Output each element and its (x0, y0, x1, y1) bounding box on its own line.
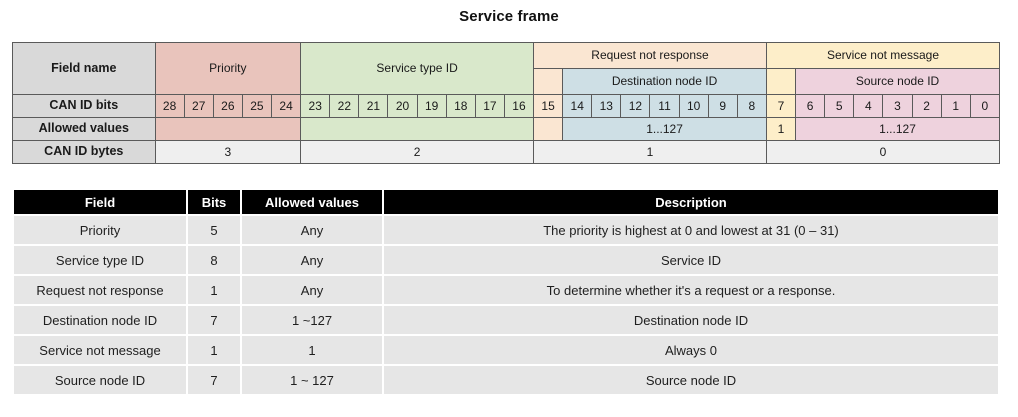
bit-cell: 1 (940, 94, 971, 118)
column-header-field: Field (14, 190, 186, 214)
bit-cell: 24 (270, 94, 302, 118)
byte-index-2: 2 (300, 140, 535, 164)
cell-field: Source node ID (14, 366, 186, 394)
group-priority: Priority (154, 42, 302, 95)
bit-cell: 8 (736, 94, 767, 118)
allowed-value-destination-node-id: 1...127 (562, 117, 767, 141)
field-table-header-row: Field Bits Allowed values Description (14, 190, 998, 214)
cell-bits: 8 (188, 246, 240, 274)
cell-description: Always 0 (384, 336, 998, 364)
cell-description: Destination node ID (384, 306, 998, 334)
table-row: Request not response 1 Any To determine … (14, 276, 998, 304)
bit-cell: 11 (649, 94, 680, 118)
bit-cell: 19 (416, 94, 447, 118)
row-header-can-id-bytes: CAN ID bytes (12, 140, 156, 164)
allowed-value-priority (154, 117, 302, 141)
group-request-not-response: Request not response (533, 42, 767, 69)
cell-bits: 5 (188, 216, 240, 244)
cell-field: Service type ID (14, 246, 186, 274)
group-request-not-response-spacer (533, 68, 564, 95)
bit-cell: 13 (591, 94, 622, 118)
bit-table-group-row-upper: Field name Priority Service type ID Requ… (12, 42, 1001, 95)
bit-cell: 12 (620, 94, 651, 118)
cell-allowed: 1 ~127 (242, 306, 382, 334)
bit-cell: 26 (212, 94, 243, 118)
bit-cell: 6 (795, 94, 826, 118)
row-header-can-id-bits: CAN ID bits (12, 94, 156, 118)
cell-description: Source node ID (384, 366, 998, 394)
group-service-type-id: Service type ID (300, 42, 535, 95)
group-source-node-id: Source node ID (795, 68, 1000, 95)
byte-index-3: 3 (154, 140, 302, 164)
bit-cell: 21 (358, 94, 389, 118)
allowed-value-source-node-id: 1...127 (795, 117, 1000, 141)
cell-bits: 7 (188, 306, 240, 334)
cell-allowed: 1 ~ 127 (242, 366, 382, 394)
bit-cell: 18 (445, 94, 476, 118)
cell-field: Priority (14, 216, 186, 244)
bit-cell: 9 (707, 94, 738, 118)
bit-table-allowed-values-row: Allowed values 1...127 1 1...127 (12, 117, 1000, 141)
cell-field: Service not message (14, 336, 186, 364)
table-row: Priority 5 Any The priority is highest a… (14, 216, 998, 244)
bit-cell: 27 (183, 94, 214, 118)
bit-cell: 10 (678, 94, 709, 118)
bit-cell: 4 (853, 94, 884, 118)
bit-cell: 20 (387, 94, 418, 118)
row-header-allowed-values: Allowed values (12, 117, 156, 141)
bit-cell: 23 (300, 94, 331, 118)
bit-cell: 28 (154, 94, 185, 118)
bit-cell: 5 (824, 94, 855, 118)
bit-cell: 7 (765, 94, 797, 118)
bit-cell: 16 (503, 94, 535, 118)
bit-table-bits-row: CAN ID bits 28 27 26 25 24 23 22 21 20 1… (12, 94, 1001, 118)
allowed-value-request-not-response (533, 117, 564, 141)
column-header-description: Description (384, 190, 998, 214)
table-row: Destination node ID 7 1 ~127 Destination… (14, 306, 998, 334)
cell-description: The priority is highest at 0 and lowest … (384, 216, 998, 244)
cell-bits: 1 (188, 336, 240, 364)
cell-description: To determine whether it's a request or a… (384, 276, 998, 304)
cell-field: Request not response (14, 276, 186, 304)
table-row: Service type ID 8 Any Service ID (14, 246, 998, 274)
column-header-bits: Bits (188, 190, 240, 214)
page-title: Service frame (459, 8, 559, 25)
field-description-table: Field Bits Allowed values Description Pr… (12, 188, 1000, 396)
group-destination-node-id: Destination node ID (562, 68, 767, 95)
byte-index-1: 1 (533, 140, 767, 164)
bit-table-bytes-row: CAN ID bytes 3 2 1 0 (12, 140, 1001, 164)
cell-allowed: Any (242, 246, 382, 274)
bit-cell: 25 (241, 94, 272, 118)
group-service-not-message-spacer (765, 68, 797, 95)
allowed-value-service-type-id (300, 117, 535, 141)
allowed-value-service-not-message: 1 (765, 117, 797, 141)
bit-cell: 22 (329, 94, 360, 118)
cell-field: Destination node ID (14, 306, 186, 334)
cell-allowed: Any (242, 216, 382, 244)
cell-bits: 1 (188, 276, 240, 304)
byte-index-0: 0 (765, 140, 1001, 164)
bit-cell: 15 (533, 94, 564, 118)
bit-cell: 17 (474, 94, 505, 118)
row-header-field-name: Field name (12, 42, 156, 95)
bit-cell: 0 (969, 94, 1001, 118)
table-row: Service not message 1 1 Always 0 (14, 336, 998, 364)
cell-bits: 7 (188, 366, 240, 394)
bit-cell: 14 (562, 94, 593, 118)
cell-allowed: Any (242, 276, 382, 304)
bit-cell: 3 (882, 94, 913, 118)
table-row: Source node ID 7 1 ~ 127 Source node ID (14, 366, 998, 394)
cell-description: Service ID (384, 246, 998, 274)
can-id-bit-layout-table: Field name Priority Service type ID Requ… (12, 42, 1001, 164)
column-header-allowed-values: Allowed values (242, 190, 382, 214)
group-service-not-message: Service not message (765, 42, 1001, 69)
cell-allowed: 1 (242, 336, 382, 364)
bit-cell: 2 (911, 94, 942, 118)
